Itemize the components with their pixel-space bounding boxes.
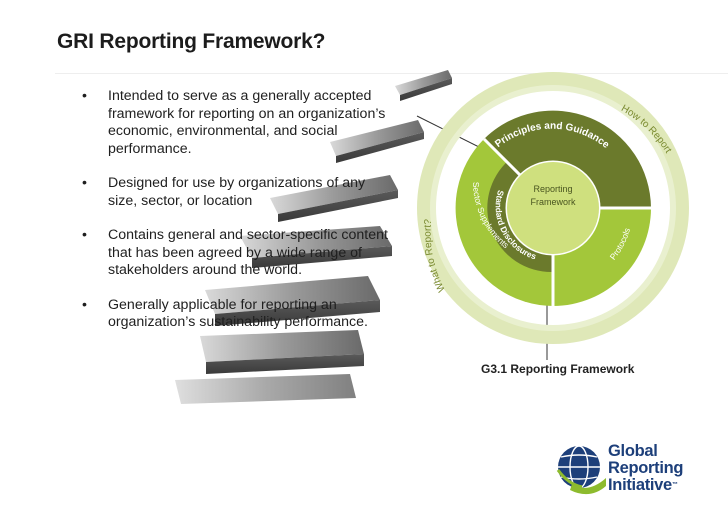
center-label-2: Framework [530, 197, 576, 207]
bullet-dot: • [82, 88, 87, 104]
logo-line-3: Initiative™ [608, 476, 678, 494]
bullet-item: • Contains general and sector-specific c… [78, 227, 398, 280]
gri-wordmark: Global Reporting Initiative™ [608, 442, 684, 494]
bullet-dot: • [82, 227, 87, 243]
step-1 [395, 70, 452, 101]
diagram-caption: G3.1 Reporting Framework [481, 362, 635, 376]
bullet-item: • Designed for use by organizations of a… [78, 175, 398, 210]
bullet-item: • Intended to serve as a generally accep… [78, 88, 398, 158]
gri-logo: Global Reporting Initiative™ [552, 440, 684, 502]
bullet-dot: • [82, 175, 87, 191]
bullet-text: Contains general and sector-specific con… [108, 227, 388, 278]
logo-line-2: Reporting [608, 459, 684, 477]
bullet-text: Designed for use by organizations of any… [108, 175, 366, 209]
logo-line-1: Global [608, 442, 658, 460]
title-divider [55, 73, 728, 74]
reporting-framework-diagram: Reporting Framework Principles and Guida… [416, 72, 689, 360]
step-7 [175, 374, 356, 404]
step-3 [270, 175, 398, 222]
step-5 [205, 276, 380, 326]
step-4 [240, 226, 392, 268]
step-6 [200, 330, 364, 374]
bullet-dot: • [82, 296, 87, 313]
bullet-item: • Generally applicable for reporting an … [78, 297, 398, 332]
bullet-text: Intended to serve as a generally accepte… [108, 88, 386, 157]
gri-globe-icon [556, 445, 606, 495]
trademark-symbol: ™ [671, 482, 678, 488]
segment-principles [484, 110, 651, 208]
center-label-1: Reporting [533, 184, 572, 194]
step-2 [330, 120, 424, 163]
slide-title: GRI Reporting Framework? [57, 30, 326, 53]
bullet-list: • Intended to serve as a generally accep… [78, 88, 398, 349]
bullet-text: Generally applicable for reporting an or… [108, 296, 368, 331]
